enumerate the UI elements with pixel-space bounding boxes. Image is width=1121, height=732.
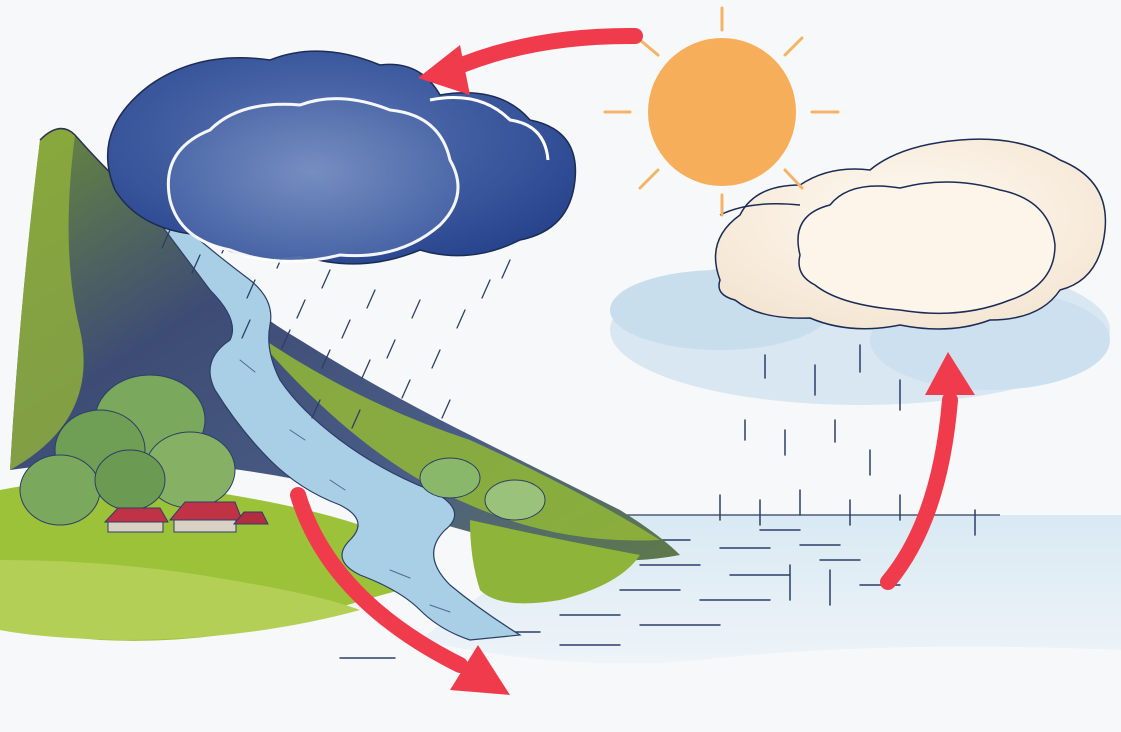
water-cycle-diagram xyxy=(0,0,1121,732)
